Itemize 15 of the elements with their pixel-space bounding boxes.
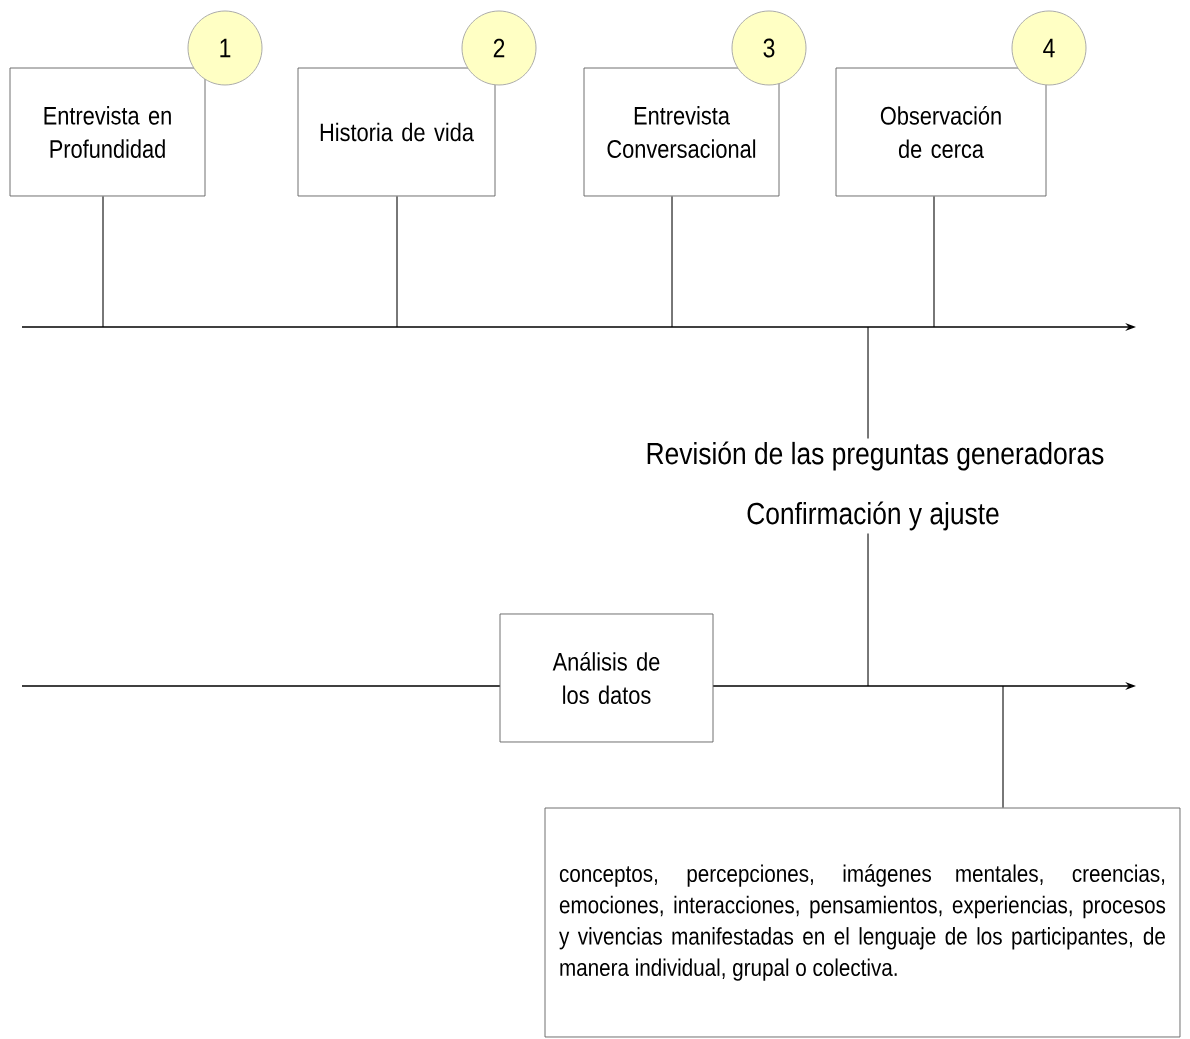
method-box: Análisis de los datos <box>499 613 714 743</box>
stage-text: Confirmación y ajuste <box>743 498 1003 534</box>
method-box: Observación de cerca <box>835 67 1047 197</box>
method-box: Entrevista en Profundidad <box>9 67 206 197</box>
connector-line <box>867 532 869 687</box>
connector-line <box>396 195 398 328</box>
description-box: conceptos, percepciones, imágenes mentales, creencias, emociones, interacciones, pensamientos, experiencias, procesos y vivencias manifestadas en el lenguaje de los participantes, de manera individual, grupal o colectiva. <box>544 807 1181 1038</box>
stage-text: Revisión de las preguntas generadoras <box>642 438 1108 474</box>
method-box: Historia de vida <box>297 67 496 197</box>
method-box: Entrevista Conversacional <box>583 67 780 197</box>
connector-line <box>671 195 673 328</box>
connector-line <box>867 326 869 440</box>
connector-line <box>933 195 935 328</box>
connector-line <box>1002 685 1004 809</box>
connector-line <box>102 195 104 328</box>
